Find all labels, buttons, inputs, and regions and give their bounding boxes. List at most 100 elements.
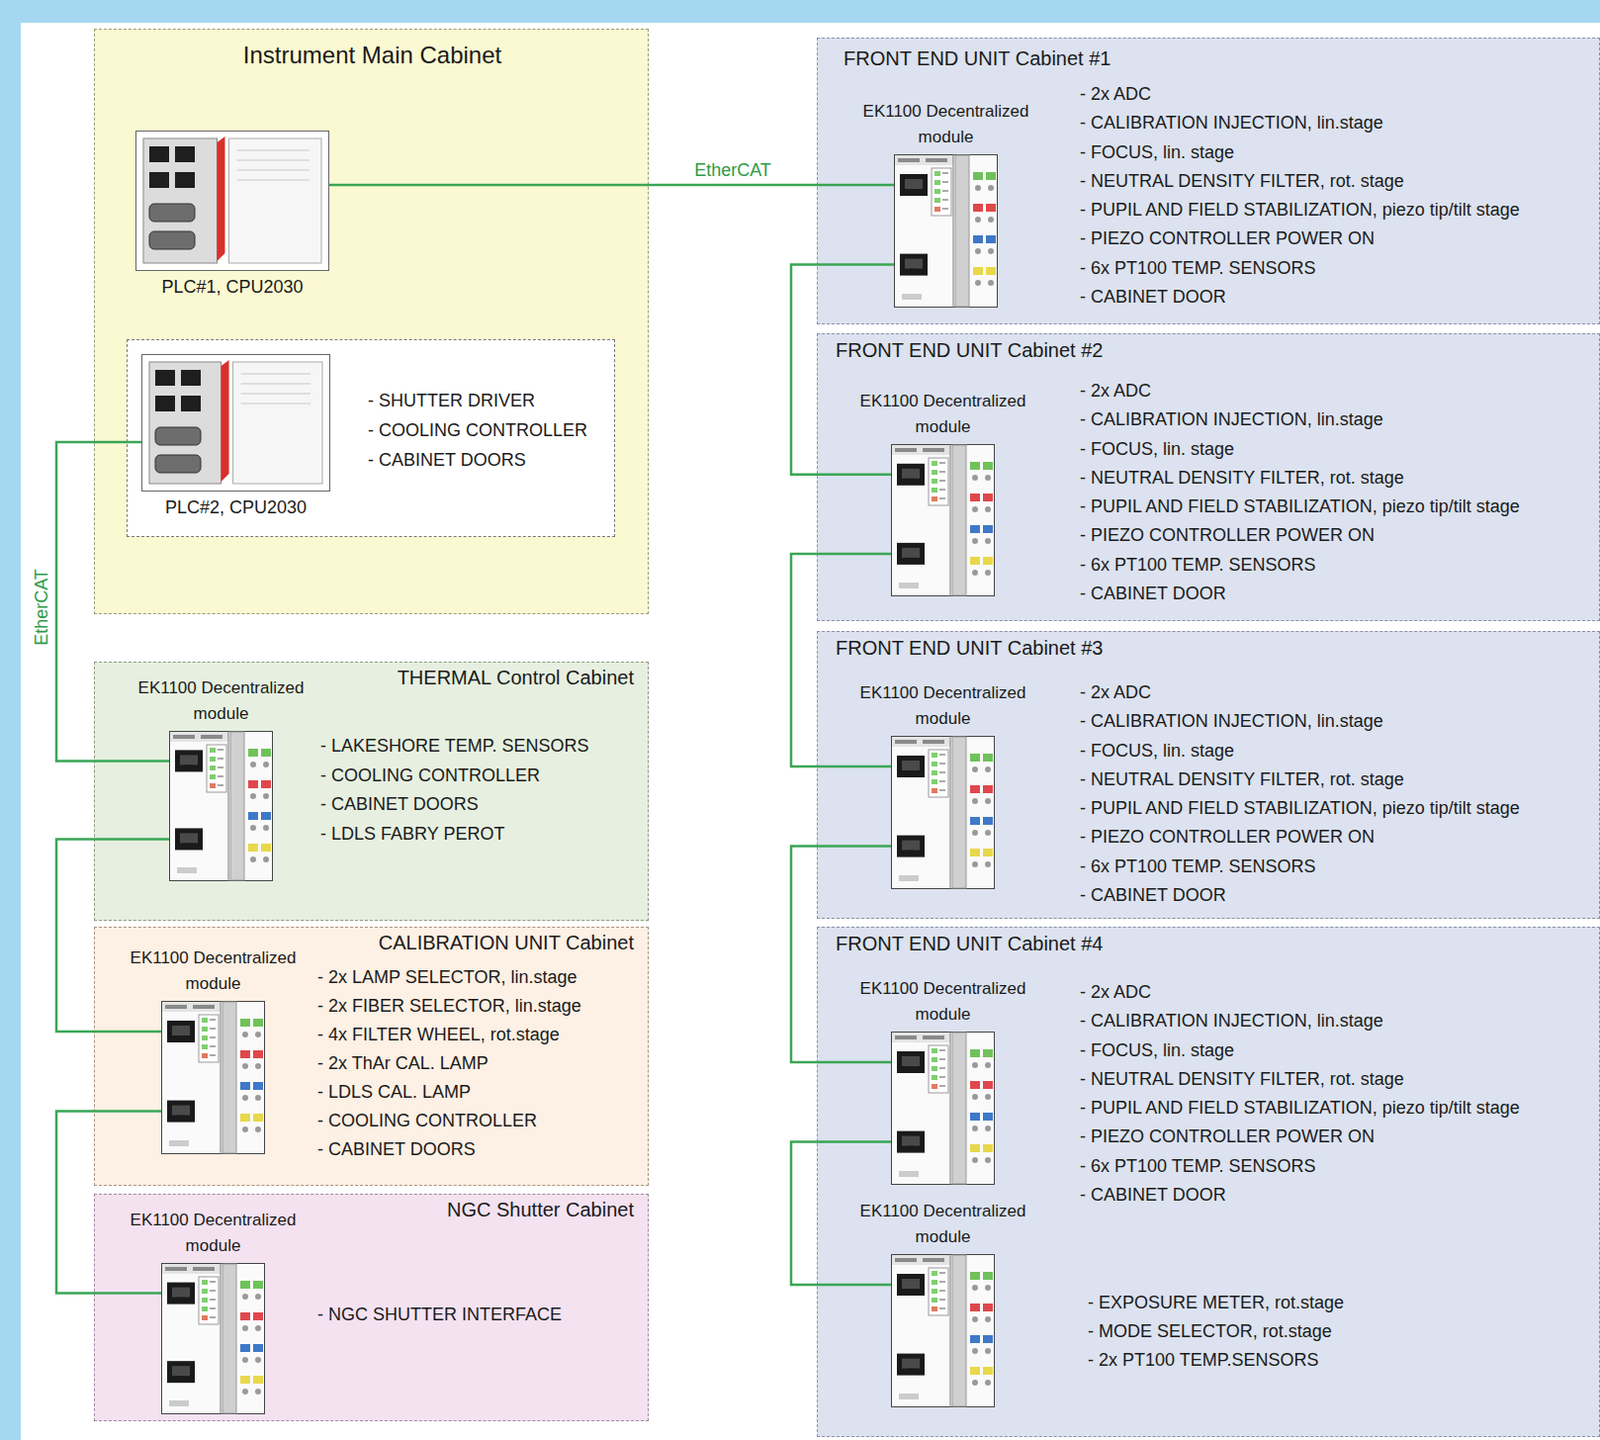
list-item: - 2x ADC [1079, 977, 1520, 1007]
list-item: - FOCUS, lin. stage [1079, 736, 1520, 766]
ethercat-cable [56, 838, 170, 1032]
text-group: EK1100 Decentralized module [114, 945, 313, 997]
list-item: - 6x PT100 TEMP. SENSORS [1079, 852, 1520, 882]
rj45-port-inner [904, 178, 923, 189]
ek1100-illustration [893, 154, 998, 308]
list-item: - 2x LAMP SELECTOR, lin.stage [317, 963, 582, 992]
ek1100-module: EK1100 Decentralized module [161, 1262, 266, 1415]
terminal-color [985, 172, 996, 180]
led-legend [209, 1045, 216, 1048]
terminal-screw [242, 1356, 249, 1363]
terminal-screw [975, 184, 981, 191]
plc-panel-line [236, 150, 310, 152]
led-panel [198, 1276, 219, 1325]
led-panel [198, 1014, 219, 1063]
rj45-port [896, 463, 925, 486]
terminal-color [240, 1280, 251, 1289]
status-led [209, 783, 216, 789]
ek1100-module: EK1100 Decentralized module [890, 1031, 995, 1185]
rj45-port [899, 254, 928, 276]
rj45-port [896, 1051, 925, 1073]
module-body [891, 1254, 995, 1408]
module-body [162, 1001, 266, 1155]
plc-frame [142, 355, 331, 492]
terminal-screw [984, 1347, 991, 1354]
rj45-port [167, 1360, 195, 1383]
status-led [201, 1315, 208, 1321]
cabinet-box: EK1100 Decentralized moduleNGC Shutter C… [93, 1193, 649, 1422]
rj45-port-latch [177, 1375, 185, 1380]
led-legend [939, 1298, 946, 1301]
terminal-screw [255, 1063, 262, 1069]
module-label: EK1100 Decentralized module [844, 388, 1043, 441]
led-legend [942, 189, 949, 192]
cabinet-title: FRONT END UNIT Cabinet #3 [835, 636, 1103, 660]
terminal-screw [972, 569, 978, 576]
led-legend [939, 1307, 946, 1310]
cabinet-title: FRONT END UNIT Cabinet #1 [843, 47, 1111, 71]
terminal-color [970, 1144, 980, 1153]
ek1100-module: EK1100 Decentralized module [890, 444, 995, 597]
status-led [931, 496, 938, 502]
rj45-port [896, 1131, 925, 1154]
module-foot [177, 867, 197, 874]
terminal-color [253, 1018, 264, 1027]
terminal-color [982, 461, 993, 470]
terminal-color [253, 1312, 264, 1321]
plc-panel-line [236, 179, 310, 181]
led-legend [942, 180, 949, 183]
rj45-port [896, 1353, 925, 1376]
led-legend [939, 789, 946, 792]
terminal-screw [263, 761, 269, 768]
status-led [209, 774, 216, 780]
module-badge [192, 1004, 215, 1009]
status-led [201, 1017, 208, 1023]
terminal-strip [952, 444, 967, 596]
terminal-screw [250, 761, 257, 768]
terminal-color [982, 525, 993, 534]
terminal-screw [972, 766, 978, 773]
text-group: PLC#1, CPU2030 [161, 276, 303, 298]
terminal-screw [242, 1126, 249, 1133]
terminal-screw [975, 279, 981, 286]
plc-panel-line [241, 373, 311, 375]
terminal-color [982, 1366, 993, 1375]
led-legend [939, 1271, 946, 1274]
rj45-port [899, 174, 928, 196]
terminal-color [973, 235, 983, 244]
terminal-color [970, 493, 980, 502]
list-item: - 2x ADC [1079, 678, 1520, 708]
module-foot [898, 582, 919, 589]
ek1100-illustration [161, 1000, 266, 1155]
rj45-port-latch [909, 188, 918, 193]
rj45-port [167, 1020, 195, 1043]
list-item: - CABINET DOORS [317, 1135, 582, 1164]
cabinet-box: EK1100 Decentralized moduleTHERMAL Contr… [93, 661, 649, 921]
terminal-color [261, 748, 271, 757]
text-group: - 2x ADC- CALIBRATION INJECTION, lin.sta… [1079, 977, 1520, 1210]
rj45-port-inner [172, 1105, 190, 1116]
plc-panel-line [241, 383, 311, 385]
status-led [931, 1297, 938, 1303]
led-legend [939, 1058, 946, 1061]
list-item: - SHUTTER DRIVER [367, 385, 588, 416]
status-led [931, 1048, 938, 1054]
module-top-strip [891, 1032, 951, 1043]
list-item: - COOLING CONTROLLER [320, 761, 589, 792]
terminal-screw [984, 1125, 991, 1132]
terminal-color [982, 1144, 993, 1153]
terminal-color [982, 1334, 993, 1343]
module-top-strip [170, 731, 229, 742]
status-led [934, 188, 941, 194]
cabinet-title: FRONT END UNIT Cabinet #4 [835, 932, 1103, 956]
module-badge [894, 1035, 917, 1040]
terminal-screw [255, 1031, 262, 1038]
list-item: - PIEZO CONTROLLER POWER ON [1079, 521, 1520, 550]
list-item: - PIEZO CONTROLLER POWER ON [1079, 1122, 1520, 1152]
module-top-strip [894, 155, 954, 166]
terminal-screw [987, 279, 994, 286]
terminal-color [982, 1049, 993, 1058]
text-group: - 2x ADC- CALIBRATION INJECTION, lin.sta… [1079, 376, 1520, 609]
rj45-port-inner [172, 1025, 190, 1036]
list-item: - PIEZO CONTROLLER POWER ON [1079, 224, 1520, 254]
